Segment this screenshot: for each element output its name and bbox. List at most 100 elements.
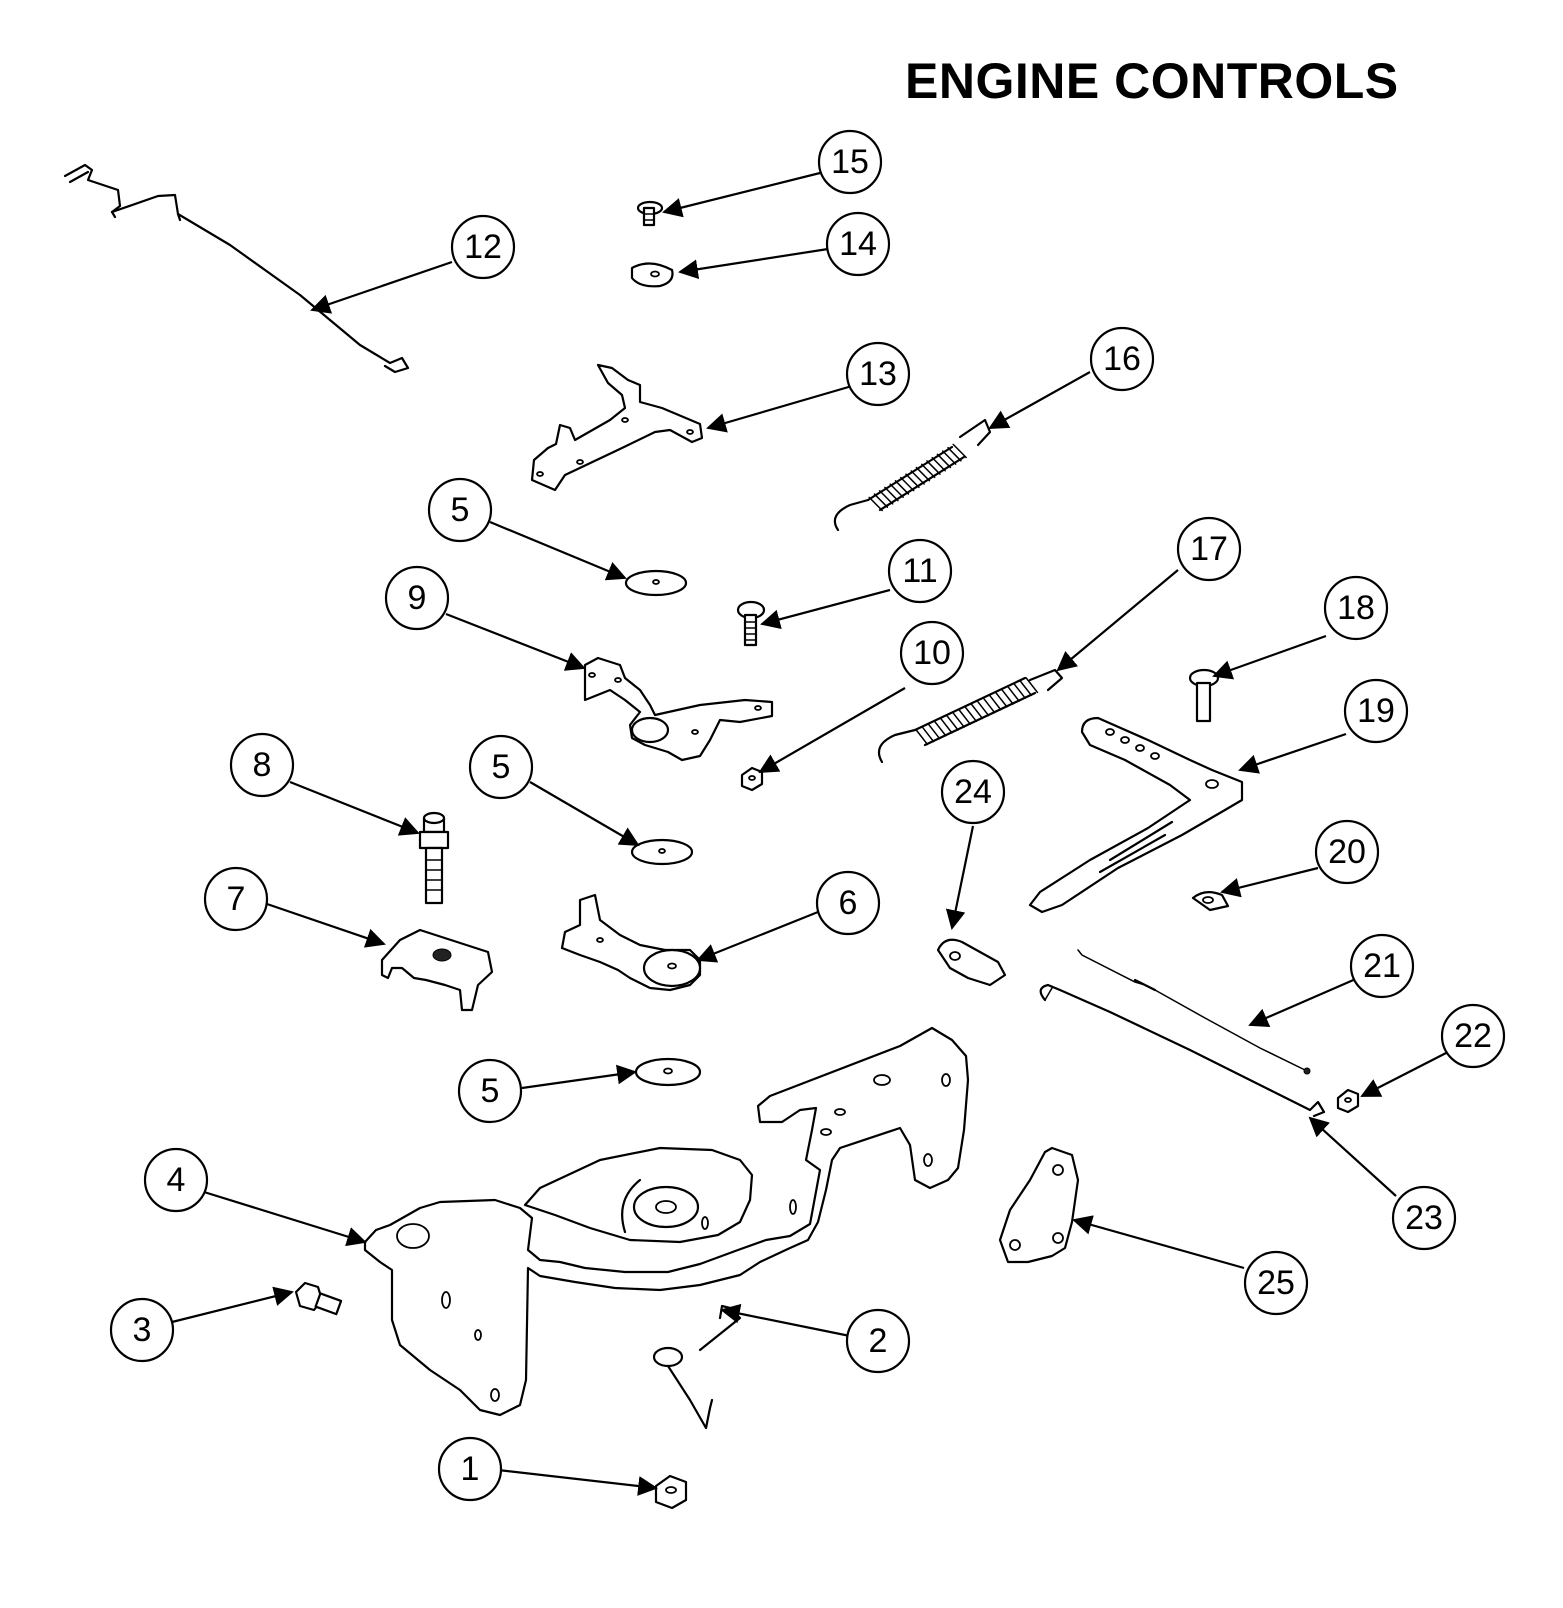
leader-21 [1248, 976, 1359, 1027]
leader-11 [760, 588, 891, 629]
spring-coil [982, 697, 996, 714]
spring-coil [926, 460, 941, 475]
spring-coil [958, 708, 971, 725]
callout-11: 11 [887, 538, 953, 604]
callout-21: 21 [1349, 933, 1415, 999]
spring-coil [884, 486, 899, 502]
part-7-bracket [380, 928, 494, 1012]
spring-coil [1013, 682, 1026, 699]
leader-24 [945, 825, 975, 930]
svg-text:5: 5 [451, 491, 470, 529]
callout-7: 7 [203, 866, 269, 932]
leader-8 [289, 780, 420, 836]
callout-9: 9 [384, 565, 450, 631]
callouts: 1 2 3 4 5 5 5 6 7 8 9 10 11 12 13 14 15 … [109, 129, 1506, 1502]
spring-coil [915, 466, 931, 482]
spring-coil [910, 470, 925, 485]
svg-text:17: 17 [1190, 530, 1228, 568]
svg-text:1: 1 [461, 1450, 480, 1488]
part-4-main-bracket [363, 1026, 970, 1417]
part-19-control-lever [1028, 716, 1244, 914]
callout-1: 1 [437, 1436, 503, 1502]
callout-8: 8 [229, 732, 295, 798]
svg-text:22: 22 [1454, 1017, 1492, 1055]
callout-15: 15 [817, 129, 883, 195]
callout-5-middle: 5 [468, 734, 534, 800]
leader-20 [1220, 866, 1319, 898]
leader-1 [497, 1468, 658, 1496]
spring-coil [931, 456, 946, 472]
part-23-throttle-wire [1039, 983, 1326, 1118]
leader-9 [445, 612, 586, 671]
part-25-plate [998, 1146, 1080, 1264]
leader-23 [1308, 1116, 1397, 1197]
callout-23: 23 [1391, 1185, 1457, 1251]
callout-14: 14 [825, 211, 891, 277]
spring-coil [1025, 677, 1039, 694]
spring-coil [915, 729, 929, 746]
spring-coil [964, 706, 978, 723]
part-17-spring [877, 668, 1064, 764]
leader-6 [696, 910, 819, 963]
part-13-control-plate [530, 363, 704, 492]
callout-12: 12 [450, 214, 516, 280]
part-8-stud-bolt [418, 811, 450, 905]
part-6-governor-arm [560, 893, 702, 992]
leader-19 [1238, 732, 1347, 774]
leader-7 [266, 902, 386, 948]
callout-17: 17 [1176, 516, 1242, 582]
part-3-bolt [294, 1281, 343, 1316]
spring-coil [920, 463, 936, 479]
svg-text:11: 11 [902, 552, 937, 590]
svg-text:7: 7 [227, 880, 246, 918]
spring-coil [1019, 680, 1033, 697]
spring-coil [941, 450, 957, 465]
part-12-link-rod [63, 163, 410, 374]
part-9-governor-lever [583, 656, 774, 762]
svg-text:3: 3 [133, 1311, 152, 1349]
svg-text:21: 21 [1363, 947, 1401, 985]
part-5-washer-bottom [634, 1057, 702, 1087]
callout-10: 10 [899, 620, 965, 686]
part-11-bolt [736, 600, 766, 647]
callout-3: 3 [109, 1297, 175, 1363]
spring-coil [936, 453, 952, 469]
leader-13 [706, 384, 853, 433]
spring-coil [988, 694, 1002, 711]
svg-text:16: 16 [1103, 340, 1141, 378]
callout-18: 18 [1323, 575, 1389, 641]
spring-coil [905, 473, 920, 489]
spring-coil [889, 483, 904, 498]
callout-2: 2 [845, 1308, 911, 1374]
part-21-choke-wire [1077, 949, 1311, 1075]
callout-5-bottom: 5 [457, 1058, 523, 1124]
callout-5-top: 5 [427, 477, 493, 543]
part-14-washer [630, 262, 674, 288]
callout-22: 22 [1440, 1003, 1506, 1069]
svg-text:15: 15 [831, 143, 869, 181]
callout-6: 6 [815, 870, 881, 936]
svg-text:18: 18 [1337, 589, 1375, 627]
callout-13: 13 [845, 341, 911, 407]
svg-text:5: 5 [492, 748, 511, 786]
leader-12 [310, 260, 453, 314]
leader-lines [171, 170, 1449, 1496]
spring-coil [970, 703, 984, 720]
callout-4: 4 [143, 1147, 209, 1213]
callout-19: 19 [1343, 678, 1409, 744]
svg-text:2: 2 [869, 1322, 888, 1360]
svg-text:5: 5 [481, 1072, 500, 1110]
leader-14 [678, 247, 829, 280]
svg-text:19: 19 [1357, 692, 1395, 730]
svg-text:25: 25 [1257, 1264, 1295, 1302]
part-18-bolt [1188, 668, 1220, 723]
diagram-title: ENGINE CONTROLS [905, 53, 1399, 109]
leader-5-middle [529, 781, 640, 846]
spring-coil [1000, 688, 1014, 705]
spring-coil [873, 493, 889, 508]
leader-4 [203, 1190, 367, 1247]
spring-coil [933, 720, 947, 737]
leader-17 [1056, 569, 1179, 672]
part-1-nut [654, 1474, 688, 1510]
part-10-nut [740, 766, 764, 792]
